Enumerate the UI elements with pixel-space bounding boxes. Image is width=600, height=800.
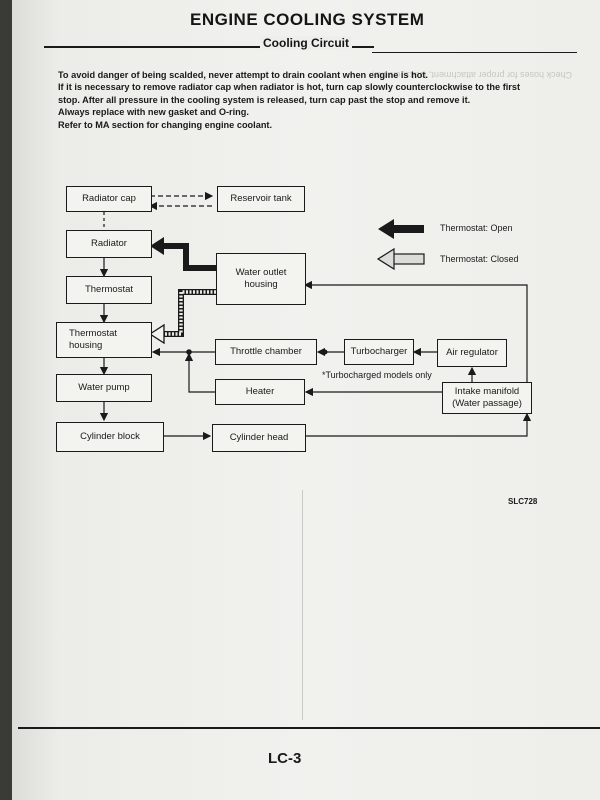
radiator-label: Radiator bbox=[91, 238, 127, 249]
legend-closed-arrowhead bbox=[376, 247, 395, 271]
heater-to-junction-line bbox=[184, 352, 215, 393]
water-outlet-housing-box: Water outlet housing bbox=[216, 253, 306, 305]
head-to-manifold-line bbox=[305, 412, 532, 437]
thermostat-housing-label: Thermostat housing bbox=[69, 328, 118, 351]
legend-open-label: Thermostat: Open bbox=[440, 223, 513, 233]
warning-text: To avoid danger of being scalded, never … bbox=[58, 69, 521, 131]
water-pump-label: Water pump bbox=[78, 382, 130, 393]
warning-line: Refer to MA section for changing engine … bbox=[58, 119, 273, 130]
open-flow-bold-arrow bbox=[162, 243, 216, 271]
thermostat-label: Thermostat bbox=[84, 284, 134, 295]
air-regulator-label: Air regulator bbox=[446, 347, 498, 358]
column-divider bbox=[302, 490, 303, 720]
page-title: ENGINE COOLING SYSTEM bbox=[190, 10, 425, 29]
header-rule-secondary bbox=[372, 52, 577, 53]
closed-flow-hatched-inner bbox=[162, 290, 216, 336]
closed-flow-arrowhead bbox=[148, 323, 165, 345]
warning-line: To avoid danger of being scalded, never … bbox=[58, 70, 428, 80]
legend-closed-label: Thermostat: Closed bbox=[440, 254, 519, 264]
open-flow-arrowhead bbox=[150, 237, 164, 255]
reservoir-tank-box: Reservoir tank bbox=[217, 186, 305, 212]
legend-open-arrowhead bbox=[378, 219, 394, 239]
manifold-to-outlet-line bbox=[303, 280, 528, 382]
air-regulator-box: Air regulator bbox=[437, 339, 507, 367]
heater-label: Heater bbox=[245, 386, 275, 397]
legend-closed-arrow bbox=[391, 253, 425, 265]
heater-box: Heater bbox=[215, 379, 305, 405]
section-subtitle: Cooling Circuit bbox=[260, 36, 352, 50]
intake-manifold-label: Intake manifold (Water passage) bbox=[452, 386, 522, 409]
throttle-chamber-label: Throttle chamber bbox=[230, 346, 302, 357]
closed-flow-hatched-arrow bbox=[162, 289, 216, 337]
radiator-cap-box: Radiator cap bbox=[66, 186, 152, 212]
radiator-box: Radiator bbox=[66, 230, 152, 258]
footer-rule bbox=[18, 727, 600, 729]
thermostat-housing-box: Thermostat housing bbox=[56, 322, 152, 358]
turbocharger-label: Turbocharger bbox=[350, 346, 408, 357]
flow-junction-dot bbox=[186, 349, 192, 355]
intake-manifold-box: Intake manifold (Water passage) bbox=[442, 382, 532, 414]
thermostat-box: Thermostat bbox=[66, 276, 152, 304]
throttle-chamber-box: Throttle chamber bbox=[215, 339, 317, 365]
cylinder-head-box: Cylinder head bbox=[212, 424, 306, 452]
cylinder-block-box: Cylinder block bbox=[56, 422, 164, 452]
reservoir-tank-label: Reservoir tank bbox=[230, 193, 292, 204]
figure-code: SLC728 bbox=[508, 497, 538, 506]
water-outlet-housing-label: Water outlet housing bbox=[235, 267, 287, 290]
warning-line: If it is necessary to remove radiator ca… bbox=[58, 82, 521, 93]
page-number: LC-3 bbox=[268, 750, 302, 767]
turbo-note: *Turbocharged models only bbox=[322, 370, 432, 380]
warning-line: Always replace with new gasket and O-rin… bbox=[58, 107, 249, 118]
cylinder-block-label: Cylinder block bbox=[80, 431, 140, 442]
warning-line: stop. After all pressure in the cooling … bbox=[58, 94, 471, 105]
turbo-junction-dot bbox=[322, 349, 328, 355]
header-rule bbox=[44, 46, 374, 48]
cylinder-head-label: Cylinder head bbox=[229, 432, 289, 443]
turbocharger-box: Turbocharger bbox=[344, 339, 414, 365]
radiator-cap-label: Radiator cap bbox=[82, 193, 136, 204]
water-pump-box: Water pump bbox=[56, 374, 152, 402]
